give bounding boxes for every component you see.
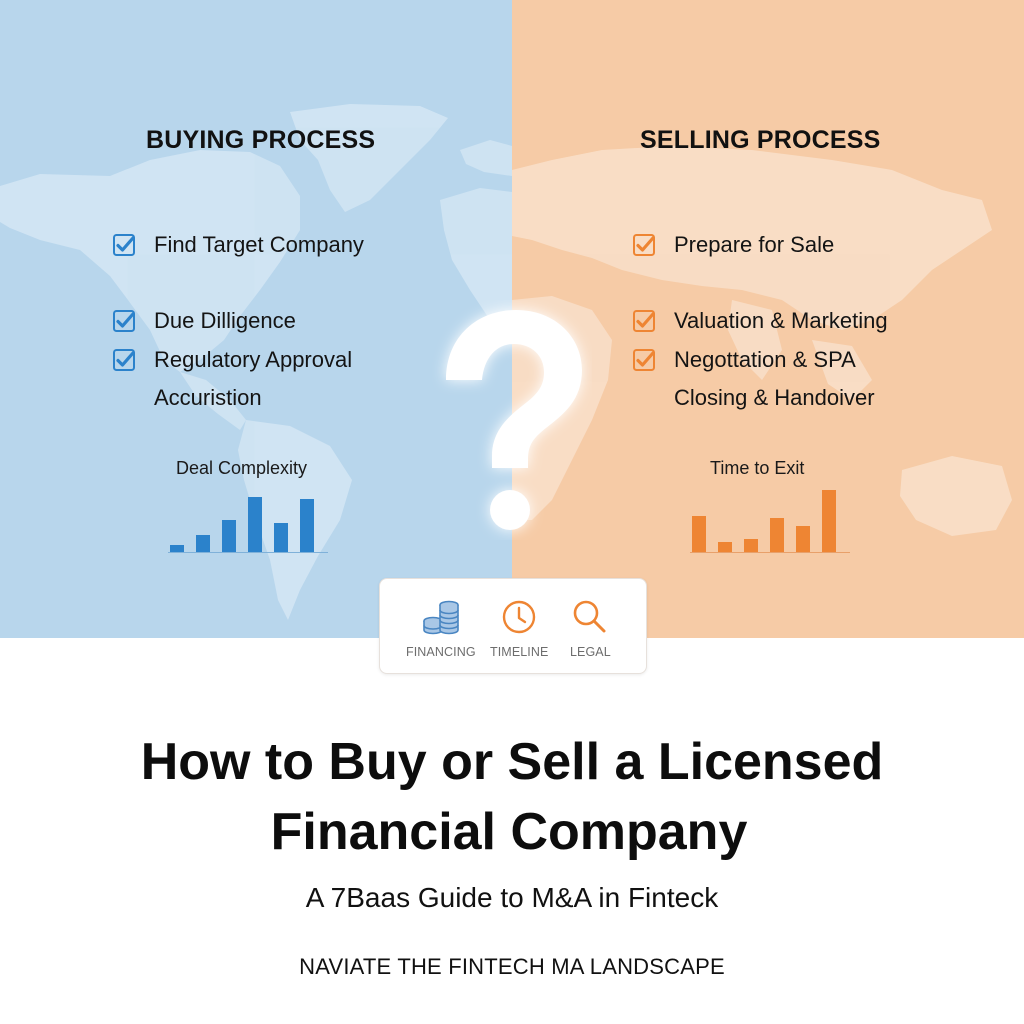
- tool-label: TIMELINE: [490, 645, 549, 659]
- checkbox-checked-icon: [633, 310, 655, 332]
- selling-step-valuation: Valuation & Marketing: [632, 308, 888, 334]
- tool-label: FINANCING: [406, 645, 476, 659]
- chart-bar: [744, 539, 758, 552]
- buying-step-due-diligence: Due Dilligence: [112, 308, 296, 334]
- step-label: Valuation & Marketing: [674, 308, 888, 333]
- chart-bar: [300, 499, 314, 552]
- chart-bar: [222, 520, 236, 552]
- step-label: Negottation & SPA: [674, 347, 856, 372]
- step-label: Closing & Handoiver: [674, 385, 875, 410]
- tools-card: FINANCING TIMELINE LEGAL: [379, 578, 647, 674]
- chart-baseline: [690, 552, 850, 553]
- checkbox-checked-icon: [633, 234, 655, 256]
- chart-bar: [248, 497, 262, 552]
- deal-complexity-label: Deal Complexity: [176, 458, 308, 478]
- tool-label: LEGAL: [570, 645, 611, 659]
- checkbox-checked-icon: [113, 234, 135, 256]
- step-label: Regulatory Approval: [154, 347, 353, 372]
- selling-process-title: SELLING PROCESS: [640, 126, 881, 154]
- chart-bar: [770, 518, 784, 552]
- step-label: Find Target Company: [154, 232, 364, 257]
- chart-bar: [274, 523, 288, 552]
- subtitle: A 7Baas Guide to M&A in Finteck: [305, 882, 719, 913]
- buying-step-acquisition: Accuristion: [112, 385, 262, 411]
- magnifier-icon: [574, 600, 606, 633]
- deal-complexity-chart: [168, 480, 348, 553]
- chart-bar: [196, 535, 210, 552]
- time-to-exit-chart: [690, 480, 870, 553]
- chart-baseline: [168, 552, 328, 553]
- coins-stack-icon: [423, 600, 459, 635]
- chart-bar: [170, 545, 184, 552]
- headline-line-1: How to Buy or Sell a Licensed: [140, 733, 884, 791]
- chart-bar: [822, 490, 836, 552]
- tagline: NAVIATE THE FINTECH MA LANDSCAPE: [299, 954, 725, 979]
- selling-step-closing: Closing & Handoiver: [632, 385, 875, 411]
- tool-financing[interactable]: FINANCING: [406, 597, 476, 659]
- chart-bar: [796, 526, 810, 552]
- tool-legal[interactable]: LEGAL: [570, 597, 611, 659]
- buying-step-find-target: Find Target Company: [112, 232, 364, 258]
- step-label: Accuristion: [154, 385, 262, 410]
- step-label: Due Dilligence: [154, 308, 296, 333]
- headline-line-2: Financial Company: [270, 803, 748, 861]
- selling-step-prepare: Prepare for Sale: [632, 232, 834, 258]
- buying-process-title: BUYING PROCESS: [146, 126, 376, 154]
- selling-step-negotiation: Negottation & SPA: [632, 347, 856, 373]
- buying-step-regulatory-approval: Regulatory Approval: [112, 347, 352, 373]
- selling-process-panel: SELLING PROCESS Prepare for Sale Valuati…: [512, 0, 1024, 638]
- world-map-americas-graphic: [0, 104, 512, 620]
- buying-process-panel: BUYING PROCESS Find Target Company Due D…: [0, 0, 512, 638]
- chart-bar: [718, 542, 732, 552]
- time-to-exit-label: Time to Exit: [710, 458, 805, 478]
- step-label: Prepare for Sale: [674, 232, 835, 257]
- clock-icon: [503, 600, 536, 634]
- tool-timeline[interactable]: TIMELINE: [490, 597, 548, 659]
- checkbox-checked-icon: [633, 349, 655, 371]
- chart-bar: [692, 516, 706, 552]
- checkbox-checked-icon: [113, 310, 135, 332]
- checkbox-checked-icon: [113, 349, 135, 371]
